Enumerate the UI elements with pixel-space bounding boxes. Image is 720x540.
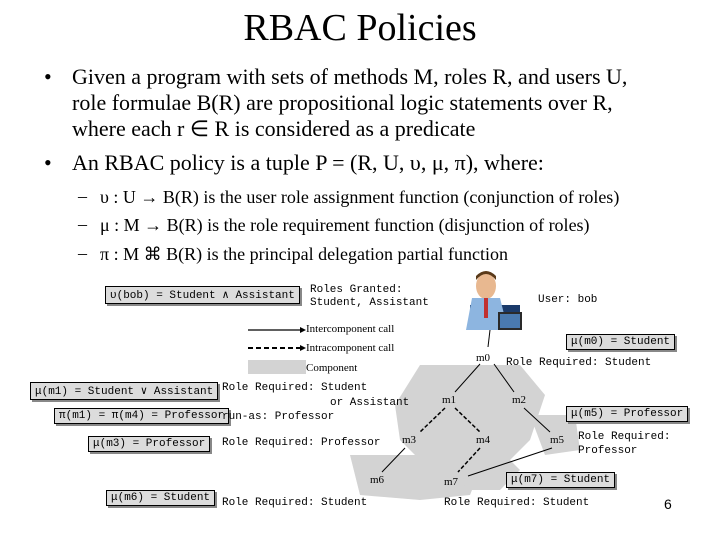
legend-component-swatch [248,360,306,374]
mu-m5-box: μ(m5) = Professor [566,406,689,422]
node-m1: m1 [442,394,457,406]
sub-bullet-dash: – [78,243,87,263]
m5-required-line-2: Professor [578,445,638,457]
m1-required-line-2: or Assistant [330,397,410,409]
legend-arrowhead [300,327,306,333]
m6-required: Role Required: Student [222,497,368,509]
mu-m3-box: μ(m3) = Professor [88,436,211,452]
m5-required-line-1: Role Required: [578,431,671,443]
edge-m4-m7 [457,447,481,473]
sub-bullet-3: π : M ⌘ B(R) is the principal delegation… [100,244,508,264]
node-m2: m2 [512,394,527,406]
edge-user-m0 [487,329,491,348]
m3-required: Role Required: Professor [222,437,381,449]
m0-required: Role Required: Student [506,357,652,369]
edge-m0-m2 [493,363,515,393]
edge-m2-m5 [523,407,551,433]
node-m6: m6 [370,474,385,486]
edge-m0-m1 [454,363,481,393]
sub-bullet-1: υ : U → B(R) is the user role assignment… [100,187,620,207]
mu-m7-box: μ(m7) = Student [506,472,616,488]
bullet-dot: • [44,150,52,175]
node-m5: m5 [550,434,565,446]
m1-required-line-1: Role Required: Student [222,382,368,394]
component-shape [460,450,520,490]
user-assignment-box: υ(bob) = Student ∧ Assistant [105,286,300,304]
roles-granted-title: Roles Granted: [310,284,403,296]
sub-bullet-2: μ : M → B(R) is the role requirement fun… [100,215,590,235]
bullet-1-line-3: where each r ∈ R is considered as a pred… [72,116,476,141]
node-m7: m7 [444,476,459,488]
component-shape [350,455,480,500]
mu-m1-box: μ(m1) = Student ∨ Assistant [30,382,219,400]
pi-m1-box: π(m1) = π(m4) = Professor [54,408,230,424]
bullet-2: An RBAC policy is a tuple P = (R, U, υ, … [72,150,544,175]
user-label: User: bob [538,294,598,306]
legend-intracomponent: Intracomponent call [306,342,395,354]
legend-component: Component [306,362,358,374]
node-m4: m4 [476,434,491,446]
bullet-1-line-2: role formulae B(R) are propositional log… [72,90,613,115]
m1-runas: run-as: Professor [222,411,335,423]
sub-bullet-dash: – [78,186,87,206]
node-m0: m0 [476,352,491,364]
roles-granted-value: Student, Assistant [310,297,429,309]
legend-intercomponent: Intercomponent call [306,323,395,335]
slide-title: RBAC Policies [243,7,477,49]
edge-m3-m6 [381,447,406,473]
bullet-dot: • [44,64,52,89]
bullet-1-line-1: Given a program with sets of methods M, … [72,64,628,89]
legend-arrowhead [300,345,306,351]
sub-bullet-dash: – [78,214,87,234]
m7-required: Role Required: Student [444,497,590,509]
mu-m6-box: μ(m6) = Student [106,490,216,506]
mu-m0-box: μ(m0) = Student [566,334,676,350]
page-number: 6 [664,496,672,512]
node-m3: m3 [402,434,417,446]
edge-m5-m7 [467,447,553,477]
user-bob-figure [466,271,522,330]
